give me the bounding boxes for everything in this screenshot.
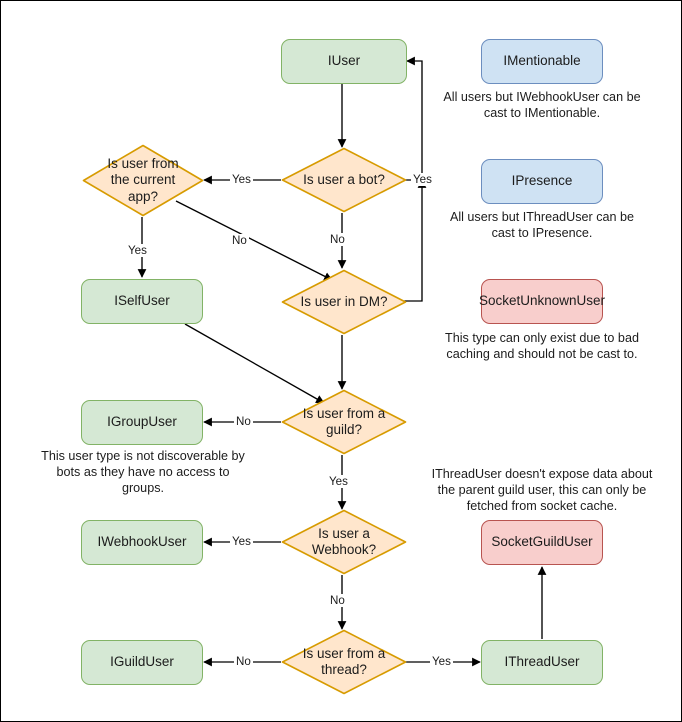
node-is-user-a-webhook[interactable]: Is user a Webhook? [281, 509, 407, 575]
node-iguilduser[interactable]: IGuildUser [81, 640, 203, 685]
node-socketguilduser[interactable]: SocketGuildUser [481, 520, 603, 565]
node-iselfuser-label: ISelfUser [114, 293, 170, 309]
diamond-shape [281, 147, 407, 213]
note-igroupuser: This user type is not discoverable by bo… [41, 449, 245, 495]
node-is-user-in-dm-label: Is user in DM? [300, 293, 388, 309]
node-is-user-from-a-thread-label: Is user from a thread? [302, 645, 386, 677]
node-imentionable[interactable]: IMentionable [481, 39, 603, 84]
node-socketguilduser-label: SocketGuildUser [491, 534, 593, 550]
edge-label-app-no: No [230, 234, 249, 247]
node-socketunknownuser[interactable]: SocketUnknownUser [478, 279, 606, 324]
node-is-user-from-a-guild[interactable]: Is user from a guild? [281, 389, 407, 455]
diamond-shape [281, 269, 407, 335]
diamond-shape [281, 509, 407, 575]
node-ithreaduser-label: IThreadUser [504, 654, 580, 670]
edge-label-webhook-yes: Yes [230, 535, 253, 548]
edge-label-webhook-no: No [328, 594, 347, 607]
node-imentionable-label: IMentionable [503, 53, 581, 69]
note-socketguilduser: IThreadUser doesn't expose data about th… [431, 467, 653, 513]
node-is-user-from-a-thread[interactable]: Is user from a thread? [281, 629, 407, 695]
edge-label-guild-no: No [234, 415, 253, 428]
diamond-shape [281, 629, 407, 695]
node-iuser-label: IUser [327, 53, 361, 69]
node-socketunknownuser-label: SocketUnknownUser [478, 293, 606, 309]
edge-label-app-yes: Yes [126, 244, 149, 257]
node-ipresence-label: IPresence [511, 173, 573, 189]
edge-label-dm-yes: Yes [411, 173, 434, 186]
node-iselfuser[interactable]: ISelfUser [81, 279, 203, 324]
node-is-user-in-dm[interactable]: Is user in DM? [281, 269, 407, 335]
node-ithreaduser[interactable]: IThreadUser [481, 640, 603, 685]
edge-label-bot-yes: Yes [230, 173, 253, 186]
edge-label-thread-no: No [234, 655, 253, 668]
node-is-user-a-bot-label: Is user a bot? [303, 171, 385, 187]
node-is-user-a-webhook-label: Is user a Webhook? [311, 525, 377, 557]
node-igroupuser-label: IGroupUser [107, 414, 177, 430]
edge-label-bot-no: No [328, 233, 347, 246]
node-ipresence[interactable]: IPresence [481, 159, 603, 204]
node-iwebhookuser-label: IWebhookUser [97, 534, 187, 550]
node-is-user-a-bot[interactable]: Is user a bot? [281, 147, 407, 213]
note-ipresence: All users but IThreadUser can be cast to… [449, 210, 635, 240]
node-is-user-from-a-guild-label: Is user from a guild? [302, 405, 386, 437]
note-socketunknownuser: This type can only exist due to bad cach… [445, 331, 639, 361]
edge-label-guild-yes: Yes [327, 475, 350, 488]
node-iguilduser-label: IGuildUser [110, 654, 174, 670]
diamond-shape [281, 389, 407, 455]
node-is-user-from-current-app-label: Is user from the current app? [107, 155, 179, 204]
diamond-shape [82, 144, 204, 217]
node-is-user-from-current-app[interactable]: Is user from the current app? [82, 144, 204, 217]
edge-label-thread-yes: Yes [430, 655, 453, 668]
note-imentionable: All users but IWebhookUser can be cast t… [443, 90, 641, 120]
node-iwebhookuser[interactable]: IWebhookUser [81, 520, 203, 565]
node-iuser[interactable]: IUser [281, 39, 407, 84]
node-igroupuser[interactable]: IGroupUser [81, 400, 203, 445]
